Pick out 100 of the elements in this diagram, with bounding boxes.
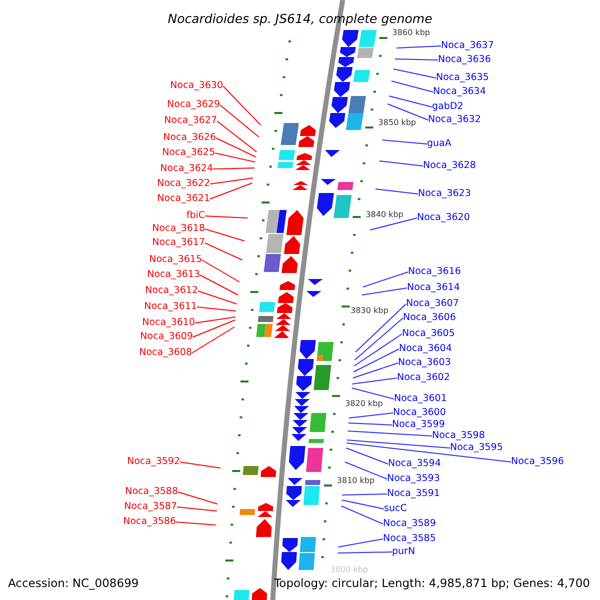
leader-line bbox=[362, 272, 408, 288]
leader-line bbox=[352, 362, 398, 378]
leader-line bbox=[353, 348, 400, 372]
gene-label: Noca_3626 bbox=[163, 132, 216, 144]
leader-line bbox=[204, 216, 248, 218]
gene-label: Noca_3629 bbox=[167, 99, 220, 111]
topology-text: Topology: circular; Length: 4,985,871 bp; Genes: 4,700 bbox=[274, 576, 590, 590]
gene-label: Noca_3632 bbox=[428, 114, 481, 126]
leader-line bbox=[212, 168, 255, 170]
leader-line bbox=[378, 160, 424, 166]
leader-line bbox=[390, 80, 434, 92]
leader-line bbox=[220, 104, 260, 138]
leader-line bbox=[351, 388, 394, 400]
gene-label: Noca_3630 bbox=[170, 80, 223, 92]
gene-label: Noca_3628 bbox=[423, 160, 476, 172]
scale-label: 3800 kbp bbox=[330, 564, 368, 574]
leader-line bbox=[176, 522, 216, 526]
leader-line bbox=[341, 500, 384, 510]
leader-line bbox=[352, 378, 398, 384]
map-title: Nocardioides sp. JS614, complete genome bbox=[168, 11, 432, 26]
gene-label: Noca_3615 bbox=[149, 254, 202, 266]
gene-label: Noca_3600 bbox=[393, 407, 446, 419]
leader-line bbox=[222, 86, 262, 126]
leader-line bbox=[355, 304, 406, 352]
scale-label: 3840 kbp bbox=[366, 210, 404, 218]
gene-label: Noca_3611 bbox=[144, 301, 197, 313]
leader-line bbox=[176, 506, 218, 512]
gene-label: Noca_3586 bbox=[123, 516, 176, 528]
gene-label: Noca_3588 bbox=[125, 486, 178, 498]
leader-line bbox=[210, 182, 253, 200]
gene-label: Noca_3612 bbox=[145, 285, 198, 297]
leader-line bbox=[396, 46, 442, 48]
leader-line bbox=[204, 228, 246, 242]
leader-line bbox=[362, 288, 408, 296]
gene-label: Noca_3595 bbox=[450, 442, 503, 454]
leader-line bbox=[214, 152, 256, 162]
leader-line bbox=[337, 552, 392, 554]
leader-line bbox=[180, 462, 221, 468]
gene-label: Noca_3592 bbox=[127, 456, 180, 468]
gene-label: Noca_3614 bbox=[407, 282, 460, 294]
gene-label: Noca_3624 bbox=[160, 163, 213, 175]
gene-label: Noca_3591 bbox=[387, 488, 440, 500]
gene-label: fbiC bbox=[186, 210, 205, 222]
accession-text: Accession: NC_008699 bbox=[8, 576, 139, 590]
leader-line bbox=[388, 96, 432, 108]
gene-label: Noca_3585 bbox=[383, 533, 436, 545]
gene-label: Noca_3598 bbox=[432, 430, 485, 442]
gene-label: Noca_3596 bbox=[511, 456, 564, 468]
leader-line bbox=[204, 242, 243, 260]
scale-label: 3810 kbp bbox=[336, 476, 375, 484]
leader-line bbox=[216, 138, 256, 158]
gene-label: Noca_3607 bbox=[406, 298, 459, 310]
gene-label: Noca_3636 bbox=[438, 54, 491, 66]
leader-line bbox=[340, 506, 384, 524]
leader-line bbox=[342, 494, 388, 496]
leader-line bbox=[348, 422, 392, 426]
gene-label: gabD2 bbox=[432, 101, 464, 113]
leader-line bbox=[338, 538, 384, 548]
leader-line bbox=[210, 178, 254, 184]
gene-label: Noca_3613 bbox=[147, 269, 200, 281]
gene-label: Noca_3602 bbox=[397, 372, 450, 384]
gene-label: guaA bbox=[427, 138, 452, 150]
gene-label: Noca_3601 bbox=[394, 393, 447, 405]
gene-label: Noca_3617 bbox=[152, 237, 205, 249]
gene-label: Noca_3593 bbox=[387, 473, 440, 485]
leader-line bbox=[196, 306, 237, 312]
gene-label: Noca_3604 bbox=[399, 343, 452, 355]
leader-line bbox=[387, 104, 428, 120]
gene-label: Noca_3609 bbox=[140, 331, 193, 343]
gene-label: Noca_3610 bbox=[142, 317, 195, 329]
leader-line bbox=[346, 440, 450, 448]
gene-label: purN bbox=[392, 546, 416, 558]
gene-label: Noca_3589 bbox=[383, 518, 436, 530]
leader-line bbox=[346, 442, 512, 462]
gene-label: Noca_3623 bbox=[418, 188, 471, 200]
gene-label: sucC bbox=[384, 503, 407, 515]
gene-label: Noca_3616 bbox=[408, 266, 461, 278]
gene-label: Noca_3606 bbox=[403, 312, 456, 324]
gene-label: Noca_3627 bbox=[164, 115, 217, 127]
leader-line bbox=[347, 430, 432, 436]
gene-label: Noca_3622 bbox=[157, 178, 210, 190]
scale-label: 3860 kbp bbox=[392, 28, 430, 37]
gene-label: Noca_3587 bbox=[124, 501, 177, 513]
leader-line bbox=[198, 290, 238, 304]
leader-line bbox=[354, 334, 402, 366]
gene-label: Noca_3608 bbox=[139, 347, 192, 359]
leader-line bbox=[202, 260, 240, 282]
leader-line bbox=[200, 274, 238, 296]
gene-label: Noca_3625 bbox=[162, 147, 215, 159]
leader-line bbox=[375, 188, 418, 194]
leader-line bbox=[216, 120, 258, 152]
leader-line bbox=[348, 412, 394, 418]
gene-label: Noca_3603 bbox=[398, 357, 451, 369]
scale-label: 3820 kbp bbox=[345, 398, 383, 408]
gene-label: Noca_3621 bbox=[157, 193, 210, 205]
leader-line bbox=[370, 218, 418, 230]
leader-line bbox=[194, 316, 236, 324]
gene-label: Noca_3599 bbox=[392, 419, 445, 431]
scale-label: 3830 kbp bbox=[350, 306, 388, 314]
leader-line bbox=[346, 448, 388, 464]
